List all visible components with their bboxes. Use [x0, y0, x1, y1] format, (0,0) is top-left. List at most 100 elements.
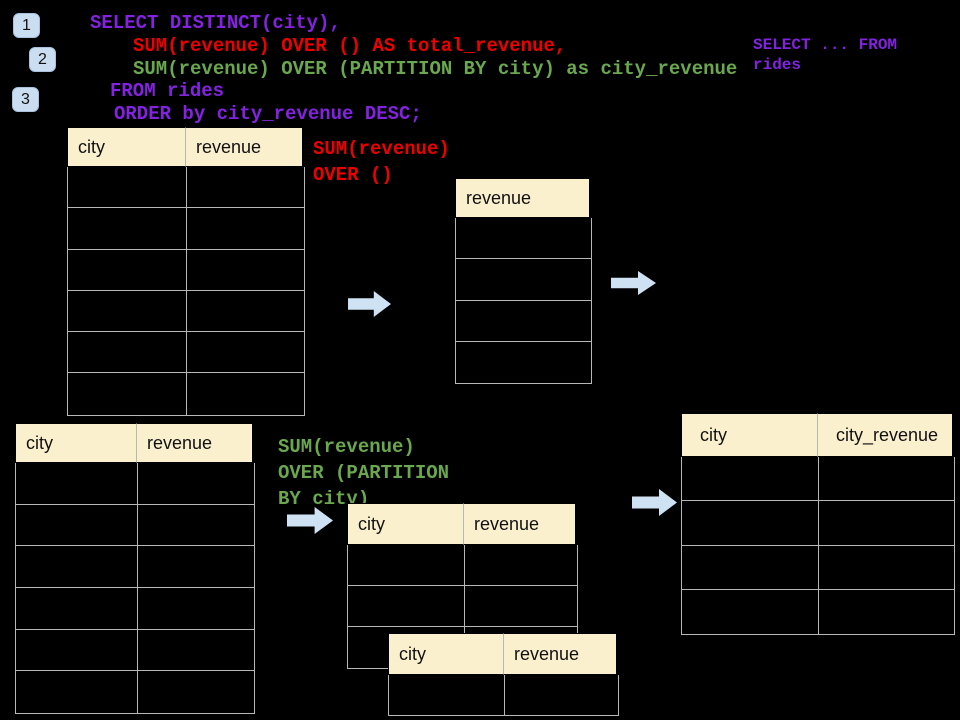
table-row — [456, 342, 591, 383]
table-row — [456, 259, 591, 301]
table-cell — [348, 545, 464, 585]
table-cell — [818, 545, 954, 589]
table-row — [682, 589, 954, 635]
table-cell — [16, 546, 137, 587]
arrow-right-icon — [611, 271, 656, 295]
step-badge-2: 2 — [29, 47, 56, 72]
annotation-total-line-2: OVER () — [313, 164, 393, 186]
table-row — [68, 332, 304, 374]
table-cell — [456, 218, 591, 258]
table-cell — [456, 259, 591, 299]
step-badge-1: 1 — [13, 13, 40, 38]
table-cell — [818, 501, 954, 545]
table-cell — [456, 342, 591, 383]
column-header-revenue: revenue — [455, 178, 590, 218]
table-row — [16, 629, 254, 672]
sql-line-from: FROM rides — [110, 80, 225, 102]
table-source-top: city revenue — [67, 127, 305, 416]
step-badge-3: 3 — [12, 87, 39, 112]
table-source-bottom: city revenue — [15, 423, 255, 715]
table-cell — [504, 675, 618, 715]
table-row — [68, 290, 304, 333]
table-cell — [186, 373, 304, 415]
table-row — [348, 586, 577, 627]
table-cell — [186, 332, 304, 373]
table-cell — [464, 545, 577, 585]
table-row — [16, 546, 254, 589]
table-row — [68, 373, 304, 415]
column-header-revenue: revenue — [463, 503, 576, 545]
sql-line-order: ORDER by city_revenue DESC; — [114, 103, 422, 125]
table-cell — [137, 463, 254, 504]
table-row — [682, 501, 954, 546]
table-cell — [137, 629, 254, 671]
table-row — [456, 218, 591, 260]
table-cell — [68, 208, 186, 248]
table-row — [682, 545, 954, 590]
table-cell — [68, 250, 186, 290]
table-row — [16, 463, 254, 505]
table-cell — [137, 588, 254, 629]
column-header-city: city — [347, 503, 463, 545]
table-row — [68, 208, 304, 250]
side-note-line-1: SELECT ... FROM — [753, 36, 898, 54]
annotation-partition-line-1: SUM(revenue) — [278, 436, 415, 458]
column-header-city-revenue: city_revenue — [817, 413, 953, 457]
table-cell — [68, 167, 186, 207]
column-header-city: city — [67, 127, 185, 167]
table-total-revenue-result: revenue — [455, 178, 592, 385]
table-header-row: city revenue — [388, 633, 619, 675]
table-cell — [818, 457, 954, 501]
table-cell — [68, 332, 186, 372]
column-header-city: city — [15, 423, 136, 463]
table-cell — [682, 457, 818, 500]
table-body — [681, 457, 955, 636]
table-cell — [137, 671, 254, 714]
table-cell — [137, 546, 254, 588]
table-header-row: city revenue — [67, 127, 305, 167]
table-row — [682, 457, 954, 502]
table-body — [15, 463, 255, 715]
table-cell — [186, 249, 304, 290]
column-header-revenue: revenue — [136, 423, 253, 463]
table-cell — [68, 373, 186, 414]
arrow-right-icon — [348, 291, 391, 317]
table-body — [67, 167, 305, 416]
table-cell — [818, 589, 954, 635]
table-row — [389, 675, 618, 715]
table-row — [16, 588, 254, 630]
table-body — [388, 675, 619, 716]
table-cell — [137, 504, 254, 546]
sql-line-select: SELECT DISTINCT(city), — [90, 12, 341, 34]
column-header-city: city — [681, 413, 817, 457]
table-cell — [682, 590, 818, 634]
table-city-revenue-result: city city_revenue — [681, 413, 955, 636]
annotation-total-line-1: SUM(revenue) — [313, 138, 450, 160]
table-cell — [186, 290, 304, 332]
column-header-revenue: revenue — [185, 127, 303, 167]
table-cell — [464, 586, 577, 626]
table-row — [456, 301, 591, 342]
table-cell — [16, 630, 137, 671]
table-header-row: city city_revenue — [681, 413, 955, 457]
sql-line-partition: SUM(revenue) OVER (PARTITION BY city) as… — [133, 58, 738, 80]
table-cell — [68, 291, 186, 331]
table-cell — [389, 675, 504, 715]
sql-line-total-sum: SUM(revenue) OVER () AS total_revenue, — [133, 35, 567, 57]
table-cell — [16, 505, 137, 546]
table-cell — [682, 546, 818, 589]
side-note-line-2: rides — [753, 56, 802, 74]
annotation-partition-line-2: OVER (PARTITION — [278, 462, 450, 484]
table-cell — [682, 501, 818, 544]
table-row — [68, 249, 304, 291]
table-cell — [186, 208, 304, 249]
table-header-row: city revenue — [347, 503, 578, 545]
table-partition-back: city revenue — [347, 503, 578, 669]
table-row — [16, 504, 254, 547]
table-partition-front: city revenue — [388, 633, 619, 716]
table-cell — [16, 671, 137, 713]
table-cell — [186, 167, 304, 208]
table-row — [348, 545, 577, 586]
table-cell — [16, 588, 137, 629]
